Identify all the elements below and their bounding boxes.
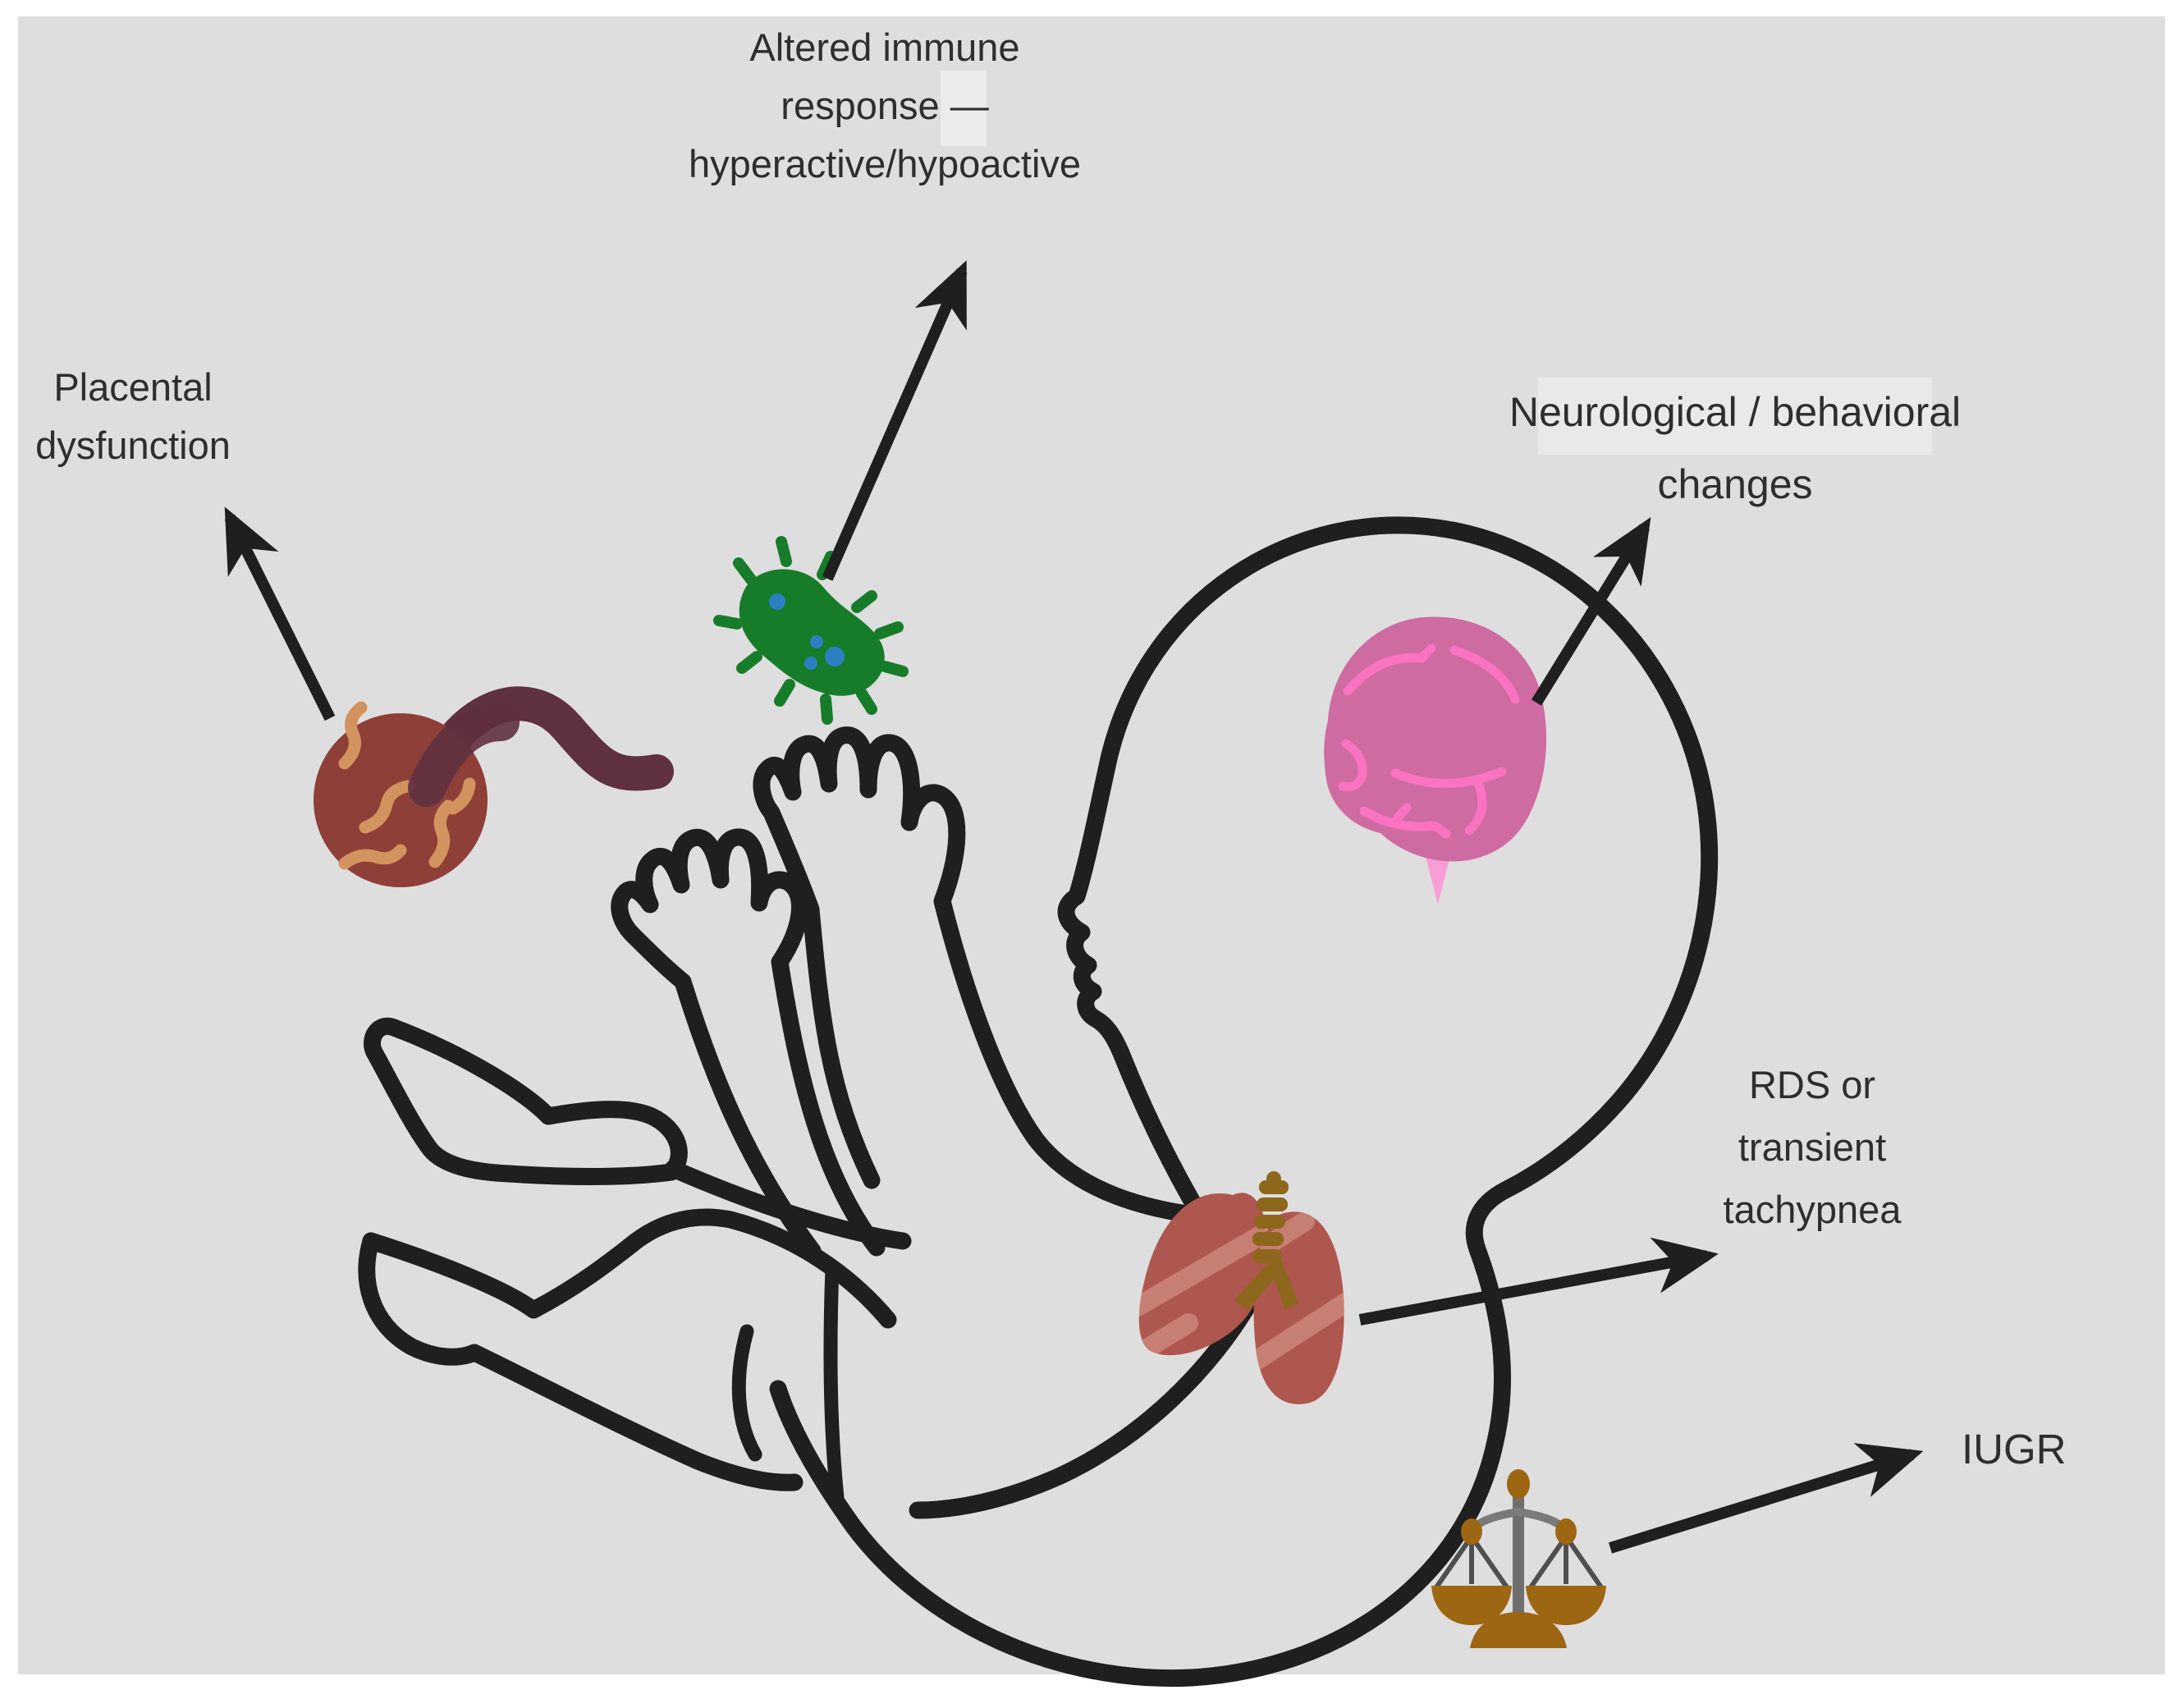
bacterium-dots (769, 593, 845, 670)
immune-arrow (822, 260, 968, 581)
fetus-torso-line (909, 1286, 1263, 1519)
scale-strings (1434, 1535, 1604, 1589)
fetus-upper-arm-hand-line (753, 726, 1242, 1228)
brain-icon (1324, 616, 1547, 904)
label-rds-line3: tachypnea (1723, 1188, 1902, 1231)
bacterium-spikes (713, 536, 909, 725)
bacterium-icon (713, 536, 909, 725)
label-altered-immune-line1: Altered immune (749, 25, 1020, 69)
bacterium-body (739, 569, 885, 696)
lung-trachea (1234, 1171, 1298, 1310)
label-rds-line2: transient (1738, 1125, 1887, 1169)
label-altered-immune: Altered immune response — hyperactive/hy… (689, 18, 1081, 193)
label-neuro-line1: Neurological / behavioral (1509, 389, 1962, 435)
placenta-icon (314, 686, 674, 887)
label-altered-immune-line2: response — (781, 84, 989, 127)
label-iugr: IUGR (1962, 1426, 2067, 1472)
fetus-lower-calf-line (465, 1344, 804, 1491)
balance-scale-icon (1431, 1469, 1606, 1648)
fetus-hip-crease-line (731, 1324, 762, 1462)
neuro-arrow (1532, 516, 1651, 706)
label-placental-line1: Placental (53, 365, 213, 409)
neuro-label-highlight (1538, 378, 1932, 455)
fetus-inner-line (823, 1261, 845, 1505)
label-neurological-changes: Neurological / behavioral changes (1509, 376, 1961, 520)
scale-gold-parts (1431, 1469, 1606, 1648)
fetus-upper-leg-foot-line (364, 1017, 688, 1185)
dash-highlight (941, 71, 987, 146)
fetus-upper-thigh-line (664, 1160, 912, 1250)
placental-arrow (224, 506, 336, 721)
label-placental-dysfunction: Placental dysfunction (35, 358, 231, 474)
iugr-arrow (1608, 1443, 1924, 1554)
label-rds-line1: RDS or (1748, 1063, 1876, 1106)
label-altered-immune-line3: hyperactive/hypoactive (688, 142, 1082, 185)
rds-arrow (1358, 1237, 1719, 1326)
label-rds-tachypnea: RDS or transient tachypnea (1724, 1054, 1902, 1241)
umbilical-cord-root (408, 703, 520, 807)
brain-stem (1425, 852, 1451, 904)
fetus-lower-leg-foot-line (362, 1208, 897, 1329)
fetus-lower-arm-hand-line (611, 828, 886, 1260)
fetus-lower-foot-line (358, 1232, 483, 1366)
placenta-vessels (338, 701, 476, 870)
fetus-outline (358, 516, 1719, 1688)
brain-body (1324, 616, 1547, 862)
label-neuro-line2: changes (1657, 461, 1813, 507)
fetus-head-back-line (769, 516, 1719, 1688)
annotation-arrows (224, 260, 1924, 1554)
brain-sulci (1338, 643, 1520, 839)
lungs-icon (1138, 1171, 1344, 1404)
label-placental-line2: dysfunction (35, 424, 231, 467)
